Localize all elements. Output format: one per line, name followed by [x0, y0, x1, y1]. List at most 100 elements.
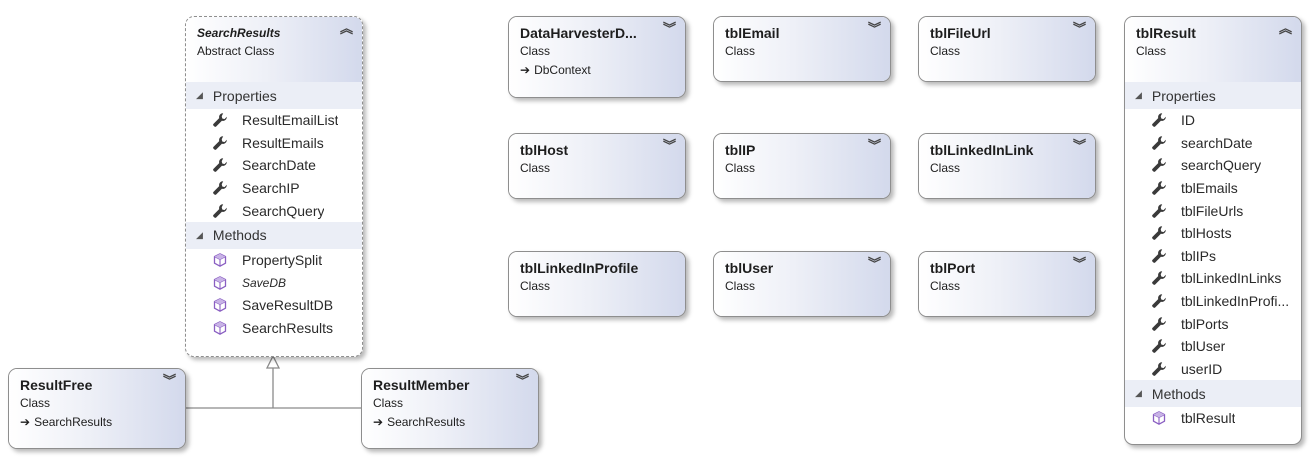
class-tbl-result[interactable]: tblResult Class ︽ ◢ Properties ID searchD…: [1124, 16, 1302, 445]
property-item[interactable]: SearchQuery: [186, 199, 362, 222]
class-header[interactable]: tblPort Class ︾: [919, 252, 1095, 316]
property-item[interactable]: tblPorts: [1125, 312, 1301, 335]
property-item[interactable]: tblFileUrls: [1125, 199, 1301, 222]
double-chevron-down-icon[interactable]: ︾: [515, 373, 529, 388]
double-chevron-down-icon[interactable]: ︾: [1072, 256, 1086, 271]
class-header[interactable]: tblHost Class ︾: [509, 134, 685, 198]
class-header[interactable]: tblUser Class ︾: [714, 252, 890, 316]
class-name: tblResult: [1136, 25, 1196, 41]
property-item[interactable]: ID: [1125, 109, 1301, 132]
property-name: userID: [1181, 360, 1223, 377]
section-label: Methods: [1151, 385, 1206, 402]
class-result-free[interactable]: ResultFree Class ➔ SearchResults ︾: [8, 368, 186, 449]
method-name: SaveDB: [242, 275, 287, 290]
triangle-icon[interactable]: ◢: [196, 229, 203, 240]
property-item[interactable]: ResultEmails: [186, 132, 362, 155]
property-item[interactable]: tblLinkedInProfi...: [1125, 290, 1301, 313]
method-name: tblResult: [1181, 410, 1236, 427]
class-tbl-email[interactable]: tblEmail Class ︾: [713, 16, 891, 82]
wrench-icon: [1151, 338, 1167, 354]
method-item[interactable]: SearchResults: [186, 317, 362, 340]
property-name: SearchDate: [242, 157, 316, 174]
double-chevron-down-icon[interactable]: ︾: [162, 373, 176, 388]
section-properties[interactable]: ◢ Properties: [1125, 82, 1301, 109]
property-item[interactable]: userID: [1125, 358, 1301, 381]
cube-icon: [212, 275, 228, 291]
class-name: tblIP: [725, 142, 756, 158]
class-tbl-linkedin-profile[interactable]: tblLinkedInProfile Class: [508, 251, 686, 317]
method-item[interactable]: SaveResultDB: [186, 294, 362, 317]
triangle-icon[interactable]: ◢: [1135, 388, 1142, 399]
class-tbl-user[interactable]: tblUser Class ︾: [713, 251, 891, 317]
class-header[interactable]: tblFileUrl Class ︾: [919, 17, 1095, 81]
double-chevron-down-icon[interactable]: ︾: [867, 138, 881, 153]
arrow-right-icon: ➔: [373, 415, 384, 429]
class-tbl-port[interactable]: tblPort Class ︾: [918, 251, 1096, 317]
class-result-member[interactable]: ResultMember Class ➔ SearchResults ︾: [361, 368, 539, 449]
class-header[interactable]: ResultMember Class ➔ SearchResults ︾: [362, 369, 538, 448]
class-header[interactable]: tblLinkedInLink Class ︾: [919, 134, 1095, 198]
wrench-icon: [1151, 316, 1167, 332]
class-tbl-ip[interactable]: tblIP Class ︾: [713, 133, 891, 199]
class-tbl-linkedin-link[interactable]: tblLinkedInLink Class ︾: [918, 133, 1096, 199]
triangle-icon[interactable]: ◢: [196, 90, 203, 100]
property-item[interactable]: tblUser: [1125, 335, 1301, 358]
class-tbl-file-url[interactable]: tblFileUrl Class ︾: [918, 16, 1096, 82]
property-item[interactable]: tblIPs: [1125, 245, 1301, 268]
property-item[interactable]: ResultEmailList: [186, 109, 362, 132]
section-methods[interactable]: ◢ Methods: [186, 221, 362, 249]
class-header[interactable]: tblIP Class ︾: [714, 134, 890, 198]
double-chevron-up-icon[interactable]: ︽: [339, 21, 353, 36]
property-item[interactable]: SearchIP: [186, 177, 362, 200]
property-item[interactable]: searchQuery: [1125, 154, 1301, 177]
wrench-icon: [1151, 203, 1167, 219]
class-kind: Class: [930, 44, 961, 58]
property-item[interactable]: tblHosts: [1125, 222, 1301, 245]
class-name: tblUser: [725, 260, 774, 276]
wrench-icon: [212, 157, 228, 173]
double-chevron-down-icon[interactable]: ︾: [1072, 21, 1086, 36]
class-name: tblFileUrl: [930, 25, 991, 41]
property-name: tblUser: [1181, 338, 1226, 355]
class-data-harvester[interactable]: DataHarvesterD... Class ➔ DbContext ︾: [508, 16, 686, 98]
method-name: PropertySplit: [242, 252, 323, 269]
triangle-icon[interactable]: ◢: [1135, 90, 1142, 100]
class-search-results[interactable]: SearchResults Abstract Class ︽ ◢ Propert…: [185, 16, 363, 357]
method-item[interactable]: PropertySplit: [186, 249, 362, 272]
class-name: ResultFree: [20, 377, 93, 393]
property-item[interactable]: tblEmails: [1125, 177, 1301, 200]
arrow-right-icon: ➔: [520, 63, 531, 77]
property-item[interactable]: searchDate: [1125, 132, 1301, 155]
class-header[interactable]: ResultFree Class ➔ SearchResults ︾: [9, 369, 185, 448]
class-header[interactable]: tblEmail Class ︾: [714, 17, 890, 81]
property-name: tblHosts: [1181, 225, 1232, 242]
property-name: tblLinkedInProfi...: [1181, 293, 1290, 310]
class-kind: Class: [520, 161, 551, 175]
class-header[interactable]: SearchResults Abstract Class ︽: [186, 17, 362, 82]
wrench-icon: [212, 112, 228, 128]
double-chevron-up-icon[interactable]: ︽: [1278, 21, 1292, 36]
cube-icon: [212, 297, 228, 313]
class-header[interactable]: tblResult Class ︽: [1125, 17, 1301, 82]
class-name: ResultMember: [373, 377, 470, 393]
wrench-icon: [1151, 112, 1167, 128]
double-chevron-down-icon[interactable]: ︾: [867, 256, 881, 271]
wrench-icon: [212, 135, 228, 151]
double-chevron-down-icon[interactable]: ︾: [662, 21, 676, 36]
method-item[interactable]: tblResult: [1125, 407, 1301, 430]
section-methods[interactable]: ◢ Methods: [1125, 380, 1301, 408]
class-header[interactable]: DataHarvesterD... Class ➔ DbContext ︾: [509, 17, 685, 97]
double-chevron-down-icon[interactable]: ︾: [867, 21, 881, 36]
class-tbl-host[interactable]: tblHost Class ︾: [508, 133, 686, 199]
property-name: searchDate: [1181, 134, 1253, 151]
class-header[interactable]: tblLinkedInProfile Class: [509, 252, 685, 316]
wrench-icon: [1151, 180, 1167, 196]
double-chevron-down-icon[interactable]: ︾: [662, 138, 676, 153]
base-class: ➔ DbContext: [520, 62, 657, 78]
method-item[interactable]: SaveDB: [186, 272, 362, 295]
section-properties[interactable]: ◢ Properties: [186, 82, 362, 109]
class-name: tblLinkedInLink: [930, 142, 1034, 158]
property-item[interactable]: tblLinkedInLinks: [1125, 267, 1301, 290]
property-item[interactable]: SearchDate: [186, 154, 362, 177]
double-chevron-down-icon[interactable]: ︾: [1072, 138, 1086, 153]
